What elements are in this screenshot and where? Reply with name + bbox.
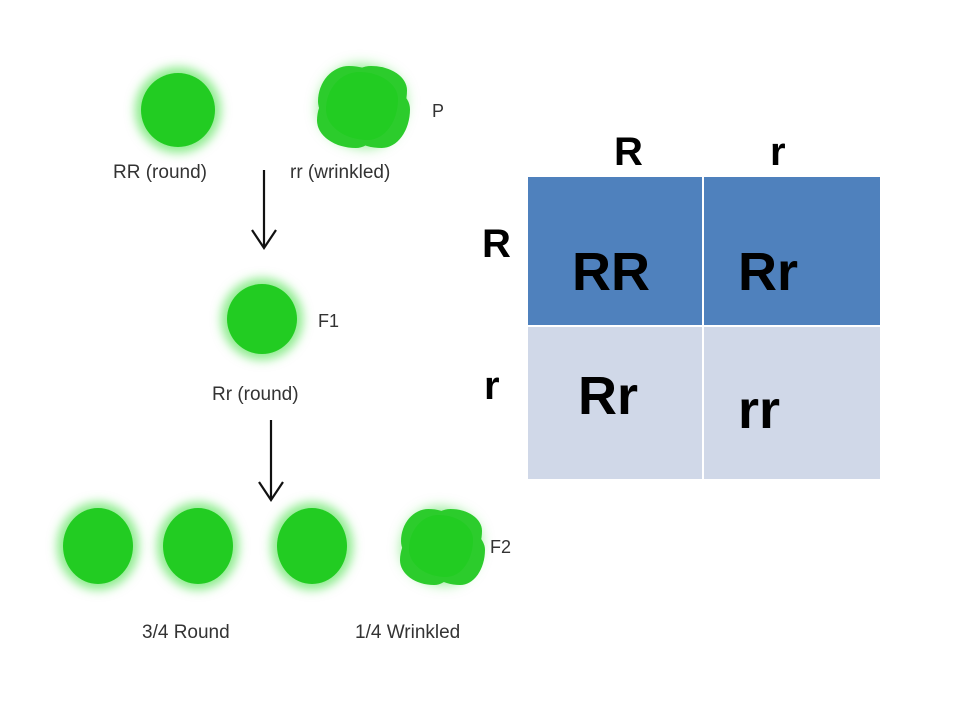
- parent-wrinkled-label: rr (wrinkled): [290, 162, 391, 183]
- generation-label-f1: F1: [318, 311, 340, 331]
- column-allele-header: r: [770, 130, 786, 174]
- monohybrid-cross-diagram: P RR (round) rr (wrinkled) F1 Rr (round)…: [63, 72, 512, 643]
- punnett-grid: RR Rr Rr rr: [528, 177, 880, 479]
- punnett-cell: rr: [704, 327, 880, 479]
- f2-round-fraction-label: 3/4 Round: [142, 622, 230, 643]
- wrinkled-pea-parent: [326, 72, 398, 140]
- round-pea-f2: [163, 508, 233, 584]
- offspring-genotype: RR: [572, 242, 650, 302]
- down-arrow-icon: [258, 420, 284, 502]
- round-pea-f2: [277, 508, 347, 584]
- generation-label-p: P: [432, 101, 445, 121]
- f1-genotype-label: Rr (round): [212, 384, 299, 405]
- parent-round-label: RR (round): [113, 162, 207, 183]
- row-allele-header: r: [484, 364, 500, 408]
- column-allele-header: R: [614, 130, 643, 174]
- f2-wrinkled-fraction-label: 1/4 Wrinkled: [355, 622, 461, 643]
- row-allele-header: R: [482, 222, 511, 266]
- down-arrow-icon: [251, 170, 277, 250]
- round-pea-parent: [141, 73, 215, 147]
- offspring-genotype: Rr: [738, 242, 799, 302]
- offspring-genotype: Rr: [578, 366, 639, 426]
- wrinkled-pea-f2: [409, 515, 473, 577]
- offspring-genotype: rr: [738, 380, 781, 440]
- punnett-cell: Rr: [528, 327, 704, 479]
- generation-label-f2: F2: [490, 537, 512, 557]
- punnett-cell: RR: [528, 177, 704, 327]
- punnett-cell: Rr: [704, 177, 880, 327]
- round-pea-f1: [227, 284, 297, 354]
- round-pea-f2: [63, 508, 133, 584]
